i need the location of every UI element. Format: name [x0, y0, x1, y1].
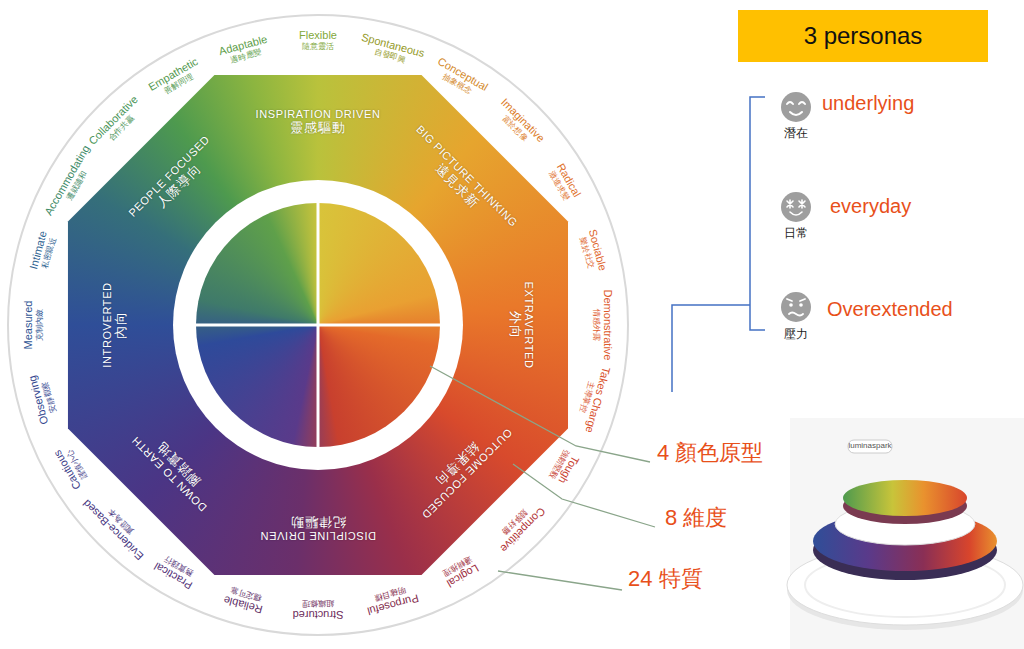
persona-title: 3 personas [804, 22, 923, 50]
dimension-band: EXTRAVERTED外向 [505, 278, 537, 373]
persona-label-zh: 潛在 [784, 127, 808, 141]
persona-label: underlying [822, 92, 914, 115]
persona-label-zh: 壓力 [784, 328, 808, 342]
trait-name-zh: 克制內斂 [35, 309, 44, 341]
dimension-name-zh: 外向 [507, 311, 522, 339]
callout-label: 8 維度 [665, 505, 727, 530]
callout-label: 4 顏色原型 [657, 440, 763, 465]
dimension-band: DISCIPLINE DRIVEN紀律驅動 [256, 512, 380, 544]
quadrant-divider [196, 203, 440, 447]
trait-label: Measured克制內斂 [22, 301, 44, 350]
trait-name-zh: 隨意靈活 [302, 42, 334, 51]
dimension-name: INSPIRATION DRIVEN [256, 108, 381, 121]
dimension-name-zh: 內向 [114, 311, 129, 339]
dimension-band: INSPIRATION DRIVEN靈感驅動 [252, 106, 385, 138]
trait-name: Demonstrative [601, 290, 614, 361]
persona-label: everyday [830, 195, 911, 218]
trait-name: Flexible [299, 29, 337, 42]
trait-name-zh: 組織條理 [302, 599, 334, 608]
persona-box: 3 personas [738, 10, 988, 62]
logo-text: luminaspark [848, 441, 891, 450]
dimension-name: DISCIPLINE DRIVEN [260, 529, 376, 542]
trait-name-zh: 情感外露 [592, 309, 601, 341]
dimension-name-zh: 靈感驅動 [290, 121, 346, 136]
trait-label: Structured組織條理 [293, 599, 344, 621]
persona-label-zh: 日常 [784, 227, 808, 241]
outer-ring [8, 15, 628, 635]
dimension-name: EXTRAVERTED [522, 282, 535, 369]
dimension-band: INTROVERTED內向 [99, 278, 131, 371]
face-underlying [781, 92, 811, 122]
face-everyday [781, 192, 811, 222]
dimension-name-zh: 紀律驅動 [290, 514, 346, 529]
model-3d [787, 440, 1023, 630]
trait-label: Demonstrative情感外露 [592, 290, 614, 361]
persona-bracket [672, 97, 765, 392]
callout-label: 24 特質 [628, 566, 703, 591]
trait-name: Measured [22, 301, 35, 350]
trait-name: Structured [293, 608, 344, 621]
persona-label: Overextended [827, 298, 953, 321]
face-overextended [781, 292, 811, 322]
trait-label: Flexible隨意靈活 [299, 29, 337, 51]
dimension-name: INTROVERTED [101, 282, 114, 367]
